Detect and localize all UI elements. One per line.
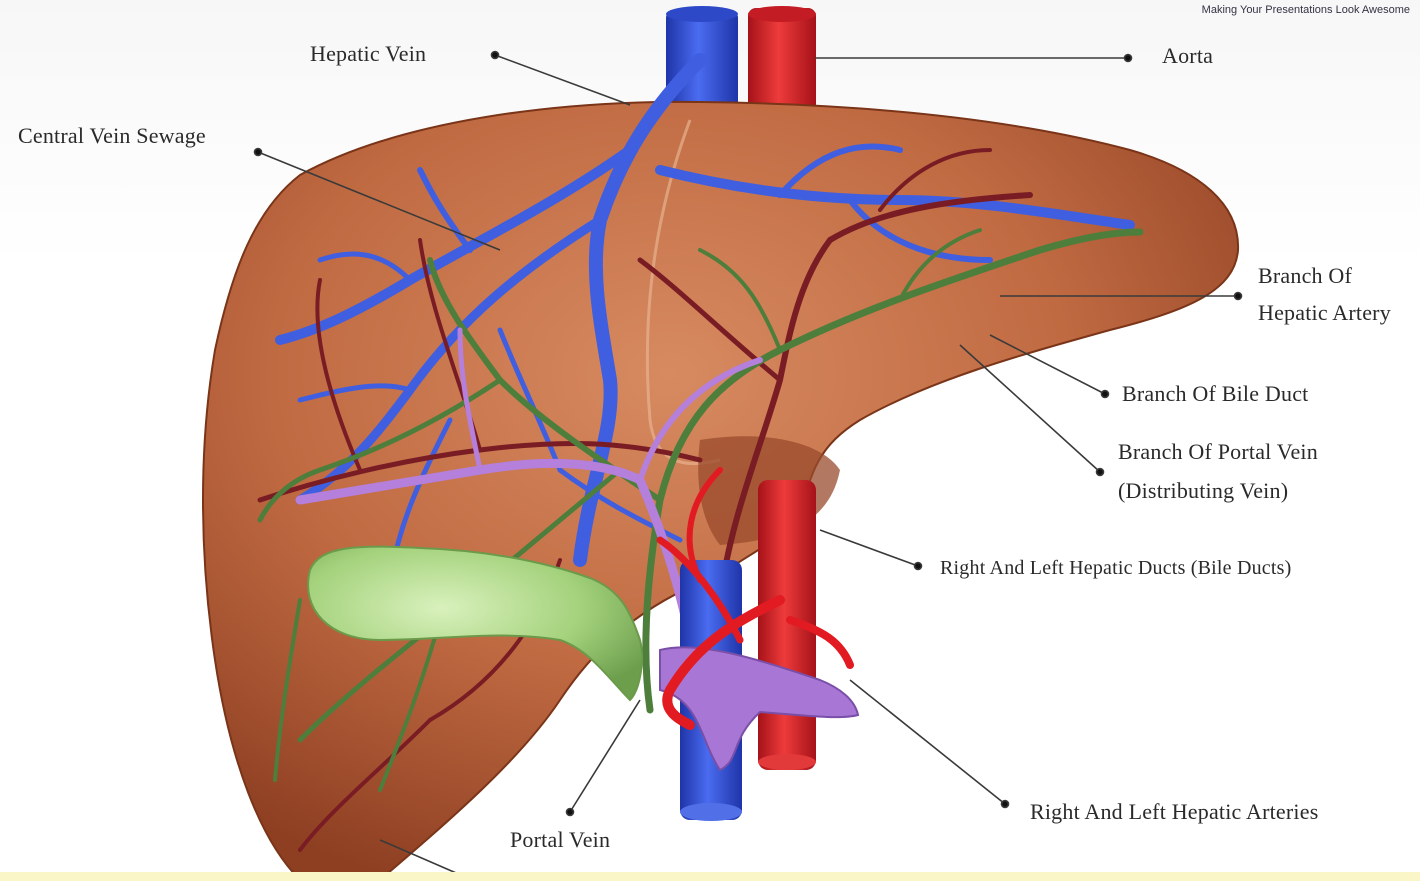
label-hepatic-vein: Hepatic Vein	[310, 42, 426, 65]
label-branch-of-bile-duct: Branch Of Bile Duct	[1122, 382, 1308, 405]
label-branch-of-portal-vein-line1: Branch Of Portal Vein	[1118, 440, 1318, 463]
label-branch-of-hepatic-artery-line2: Hepatic Artery	[1258, 301, 1391, 324]
aorta-top-opening	[748, 6, 816, 22]
label-branch-of-hepatic-artery-line1: Branch Of	[1258, 264, 1391, 287]
vena-cava-bottom-opening	[680, 803, 742, 821]
label-right-left-hepatic-ducts: Right And Left Hepatic Ducts (Bile Ducts…	[940, 558, 1291, 579]
label-aorta: Aorta	[1162, 44, 1213, 67]
hepatic-vein-top-opening	[666, 6, 738, 22]
brand-tagline: Making Your Presentations Look Awesome	[1202, 4, 1410, 16]
label-branch-of-portal-vein-line2: (Distributing Vein)	[1118, 479, 1318, 502]
aorta-bottom-opening	[758, 754, 816, 770]
label-branch-of-hepatic-artery: Branch Of Hepatic Artery	[1258, 264, 1391, 324]
label-branch-of-portal-vein: Branch Of Portal Vein (Distributing Vein…	[1118, 440, 1318, 502]
bottom-strip	[0, 872, 1420, 881]
label-right-left-hepatic-arteries: Right And Left Hepatic Arteries	[1030, 800, 1318, 823]
label-portal-vein: Portal Vein	[510, 828, 610, 851]
label-central-vein-sewage: Central Vein Sewage	[18, 124, 206, 147]
